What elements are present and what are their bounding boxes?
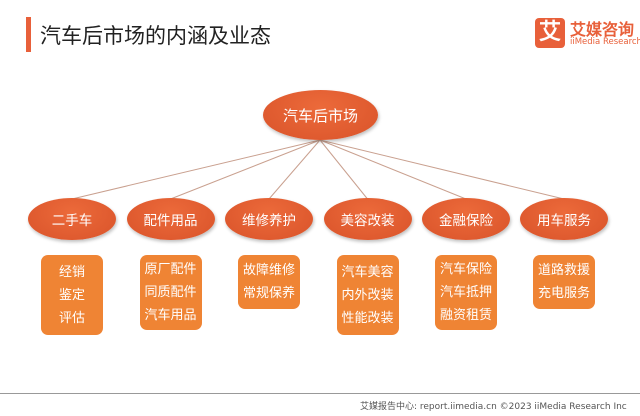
category-items-box: 故障维修常规保养 — [238, 255, 300, 309]
category-node: 金融保险 — [422, 198, 510, 240]
category-label: 金融保险 — [439, 213, 493, 229]
logo-cn-text: 艾媒咨询 — [570, 20, 635, 39]
category-item: 充电服务 — [537, 286, 590, 301]
category-node: 配件用品 — [126, 198, 215, 240]
category-item: 故障维修 — [242, 263, 295, 278]
logo-en-text: iiMedia Research — [570, 37, 640, 47]
category-item: 鉴定 — [58, 287, 85, 303]
footer-divider — [0, 393, 640, 394]
category-item: 汽车美容 — [341, 264, 394, 280]
root-node-label: 汽车后市场 — [282, 106, 358, 125]
category-label: 二手车 — [51, 213, 93, 229]
category-item: 汽车抵押 — [439, 285, 492, 300]
category-item: 性能改装 — [341, 310, 394, 326]
category-item: 汽车保险 — [439, 262, 492, 277]
category-item: 原厂配件 — [144, 262, 197, 277]
category-item: 汽车用品 — [144, 308, 197, 323]
connector-line — [268, 139, 321, 200]
iimedia-logo: 艾 艾媒咨询 iiMedia Research — [535, 16, 640, 50]
category-label: 维修养护 — [242, 213, 296, 229]
category-node: 维修养护 — [225, 198, 313, 240]
root-node: 汽车后市场 — [263, 90, 378, 140]
category-item: 经销 — [58, 264, 85, 280]
category-items-box: 道路救援充电服务 — [533, 255, 595, 309]
category-item: 内外改装 — [341, 287, 394, 303]
category-node: 美容改装 — [323, 198, 412, 240]
category-item: 同质配件 — [144, 285, 197, 300]
category-item: 评估 — [58, 310, 85, 326]
footer-text: 艾媒报告中心: report.iimedia.cn ©2023 iiMedia … — [360, 402, 627, 412]
title-accent-bar — [26, 17, 31, 52]
category-items-box: 汽车保险汽车抵押融资租赁 — [435, 255, 497, 330]
connector-line — [319, 139, 467, 200]
connector-line — [319, 139, 565, 200]
category-item: 常规保养 — [242, 286, 295, 301]
category-item: 道路救援 — [537, 263, 590, 278]
category-item: 融资租赁 — [439, 308, 492, 323]
category-label: 用车服务 — [537, 213, 591, 229]
logo-mark-icon: 艾 — [535, 18, 565, 48]
category-items-box: 经销鉴定评估 — [41, 255, 103, 335]
category-label: 美容改装 — [340, 213, 395, 229]
category-items-box: 汽车美容内外改装性能改装 — [336, 255, 399, 335]
connector-line — [71, 139, 321, 200]
connector-line — [170, 139, 321, 200]
connector-line — [319, 139, 368, 200]
category-node: 用车服务 — [520, 198, 608, 240]
category-node: 二手车 — [28, 198, 116, 240]
category-items-box: 原厂配件同质配件汽车用品 — [139, 255, 202, 330]
category-label: 配件用品 — [143, 213, 198, 229]
page-title: 汽车后市场的内涵及业态 — [40, 24, 271, 48]
